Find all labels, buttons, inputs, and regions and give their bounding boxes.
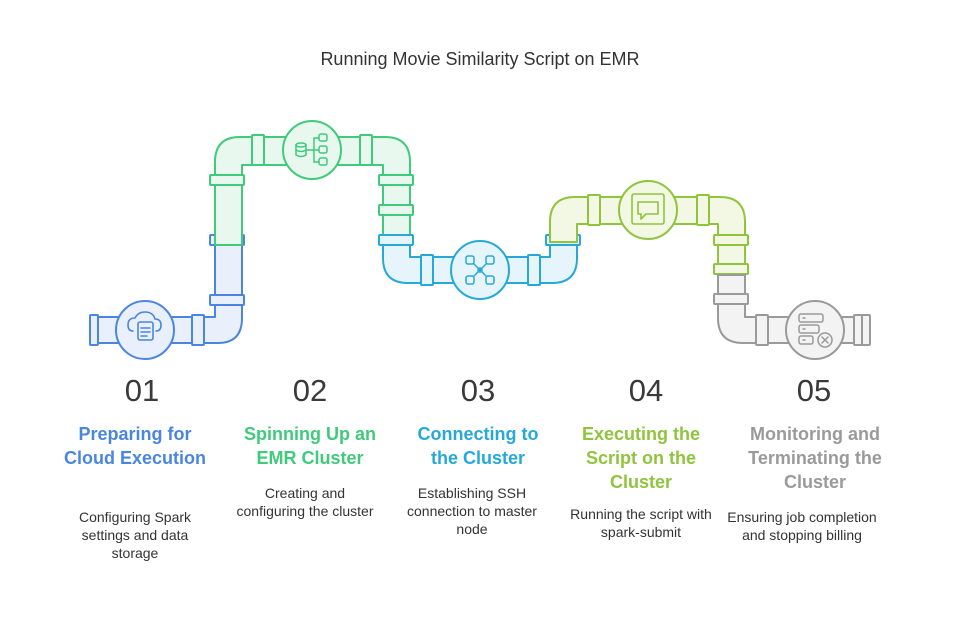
server-cancel-icon [785, 300, 845, 360]
pipe-segment-2 [209, 134, 414, 246]
cloud-document-icon [115, 300, 175, 360]
step-3-title: Connecting to the Cluster [417, 424, 539, 468]
step-1-title: Preparing for Cloud Execution [63, 424, 206, 468]
diagram-title: Running Movie Similarity Script on EMR [320, 49, 640, 69]
database-network-icon [450, 240, 510, 300]
database-tree-icon [282, 120, 342, 180]
step-1-number: 01 [124, 373, 160, 408]
step-3-number: 03 [460, 373, 496, 408]
step-5-number: 05 [796, 373, 832, 408]
chat-screen-icon [618, 180, 678, 240]
step-2-description: Creating and configuring the cluster [236, 485, 374, 519]
step-4-number: 04 [628, 373, 664, 408]
step-3-description: Establishing SSH connection to master no… [407, 485, 537, 537]
step-4-title: Executing the Script on the Cluster [581, 424, 701, 492]
step-4-description: Running the script with spark-submit [570, 506, 712, 540]
step-5-title: Monitoring and Terminating the Cluster [748, 424, 882, 492]
step-2-title: Spinning Up an EMR Cluster [244, 424, 376, 468]
step-2-number: 02 [292, 373, 328, 408]
step-5-description: Ensuring job completion and stopping bil… [727, 509, 877, 543]
step-1-description: Configuring Spark settings and data stor… [78, 509, 192, 561]
